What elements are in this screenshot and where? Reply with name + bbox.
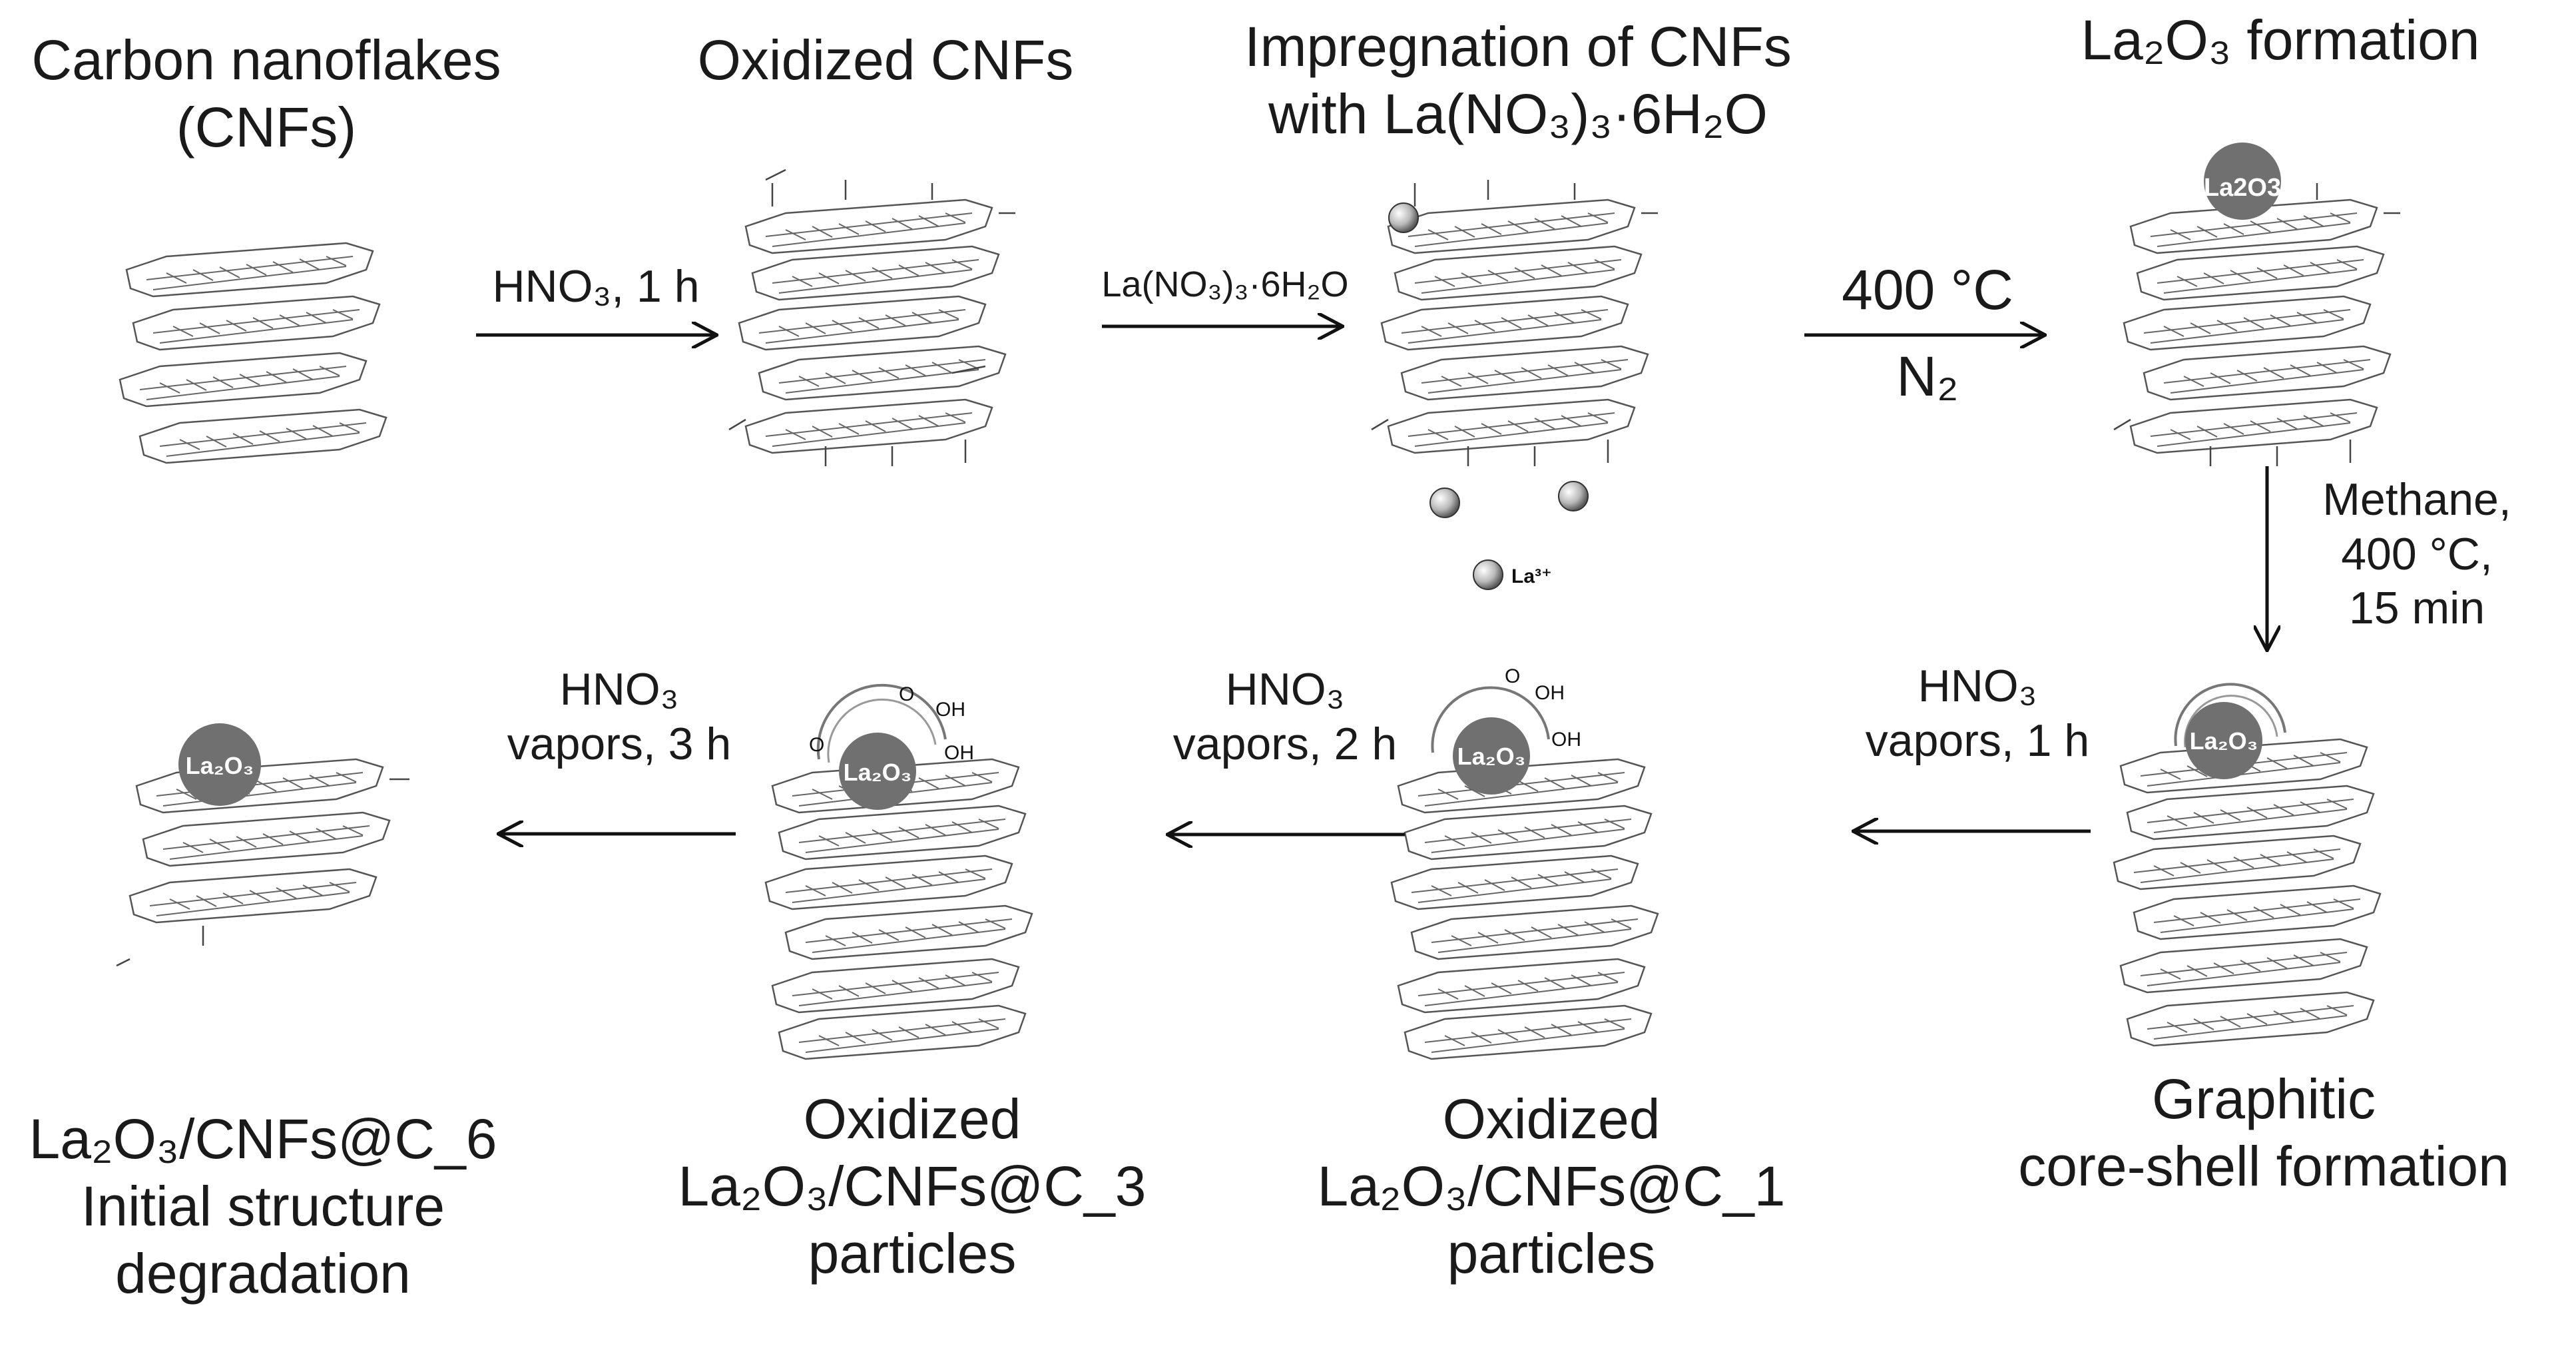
cnf-stack-la2o3 xyxy=(2113,180,2400,466)
carbon-shell-arc-inner xyxy=(2184,695,2278,748)
la2o3-particle xyxy=(839,733,916,810)
la-ion-ball xyxy=(1388,202,1419,233)
oh-group-label: OH xyxy=(935,699,965,721)
arrow-a3-label-bottom: N₂ xyxy=(1896,345,1959,408)
functional-group-marks xyxy=(728,169,1015,466)
arrow-a4-label: Methane,400 °C,15 min xyxy=(2322,474,2511,634)
la2o3-particle-label: La₂O₃ xyxy=(186,752,254,779)
la2o3-particle xyxy=(178,723,261,806)
la2o3-particle-label: La₂O₃ xyxy=(844,759,912,786)
la-ion-legend-label: La³⁺ xyxy=(1511,565,1552,587)
la-ion-ball xyxy=(1558,481,1589,511)
cnf-stack-pristine xyxy=(120,243,386,463)
oh-group-label: OH xyxy=(1535,682,1565,704)
arrow-a3-label-top: 400 °C xyxy=(1842,258,2013,321)
o-group-label: O xyxy=(899,683,914,705)
la2o3-particle xyxy=(2185,702,2262,779)
cnf-stack-degraded xyxy=(116,758,409,967)
carbon-shell-arc-inner xyxy=(827,698,937,763)
carbon-shell-arc xyxy=(816,683,947,760)
oh-group-label: OH xyxy=(944,742,974,764)
stage-title-cnfs: Carbon nanoflakes(CNFs) xyxy=(31,29,501,159)
la2o3-particle-label: La2O3 xyxy=(2204,174,2281,202)
cnf-stack-impregnated xyxy=(1371,180,1658,466)
carbon-shell-arc xyxy=(2174,683,2286,747)
arrow-a1-label: HNO₃, 1 h xyxy=(492,261,700,312)
cnf-stack-core-shell xyxy=(2114,739,2380,1047)
la-ion-ball xyxy=(1429,488,1460,518)
o-group-label: O xyxy=(1505,665,1520,687)
stage-title-oxidized-cnfs: Oxidized CNFs xyxy=(697,29,1074,91)
o-group-label: O xyxy=(809,734,824,756)
cnf-stack-oxidized xyxy=(728,169,1015,466)
carbon-shell-arc xyxy=(1431,686,1550,753)
cnf-stack-oxidized-c3 xyxy=(766,759,1032,1060)
cnf-stack-oxidized-c1 xyxy=(1392,759,1658,1060)
arrow-a2-label: La(NO₃)₃·6H₂O xyxy=(1101,264,1349,304)
la-ion-legend-ball xyxy=(1473,559,1503,590)
la2o3-particle xyxy=(2204,143,2281,220)
oh-group-label: OH xyxy=(1551,729,1581,751)
la2o3-particle-label: La₂O₃ xyxy=(1457,743,1526,770)
la2o3-particle xyxy=(1453,717,1530,795)
stage-title-la2o3-formation: La₂O₃ formation xyxy=(2081,9,2480,71)
la2o3-particle-label: La₂O₃ xyxy=(2190,727,2258,755)
